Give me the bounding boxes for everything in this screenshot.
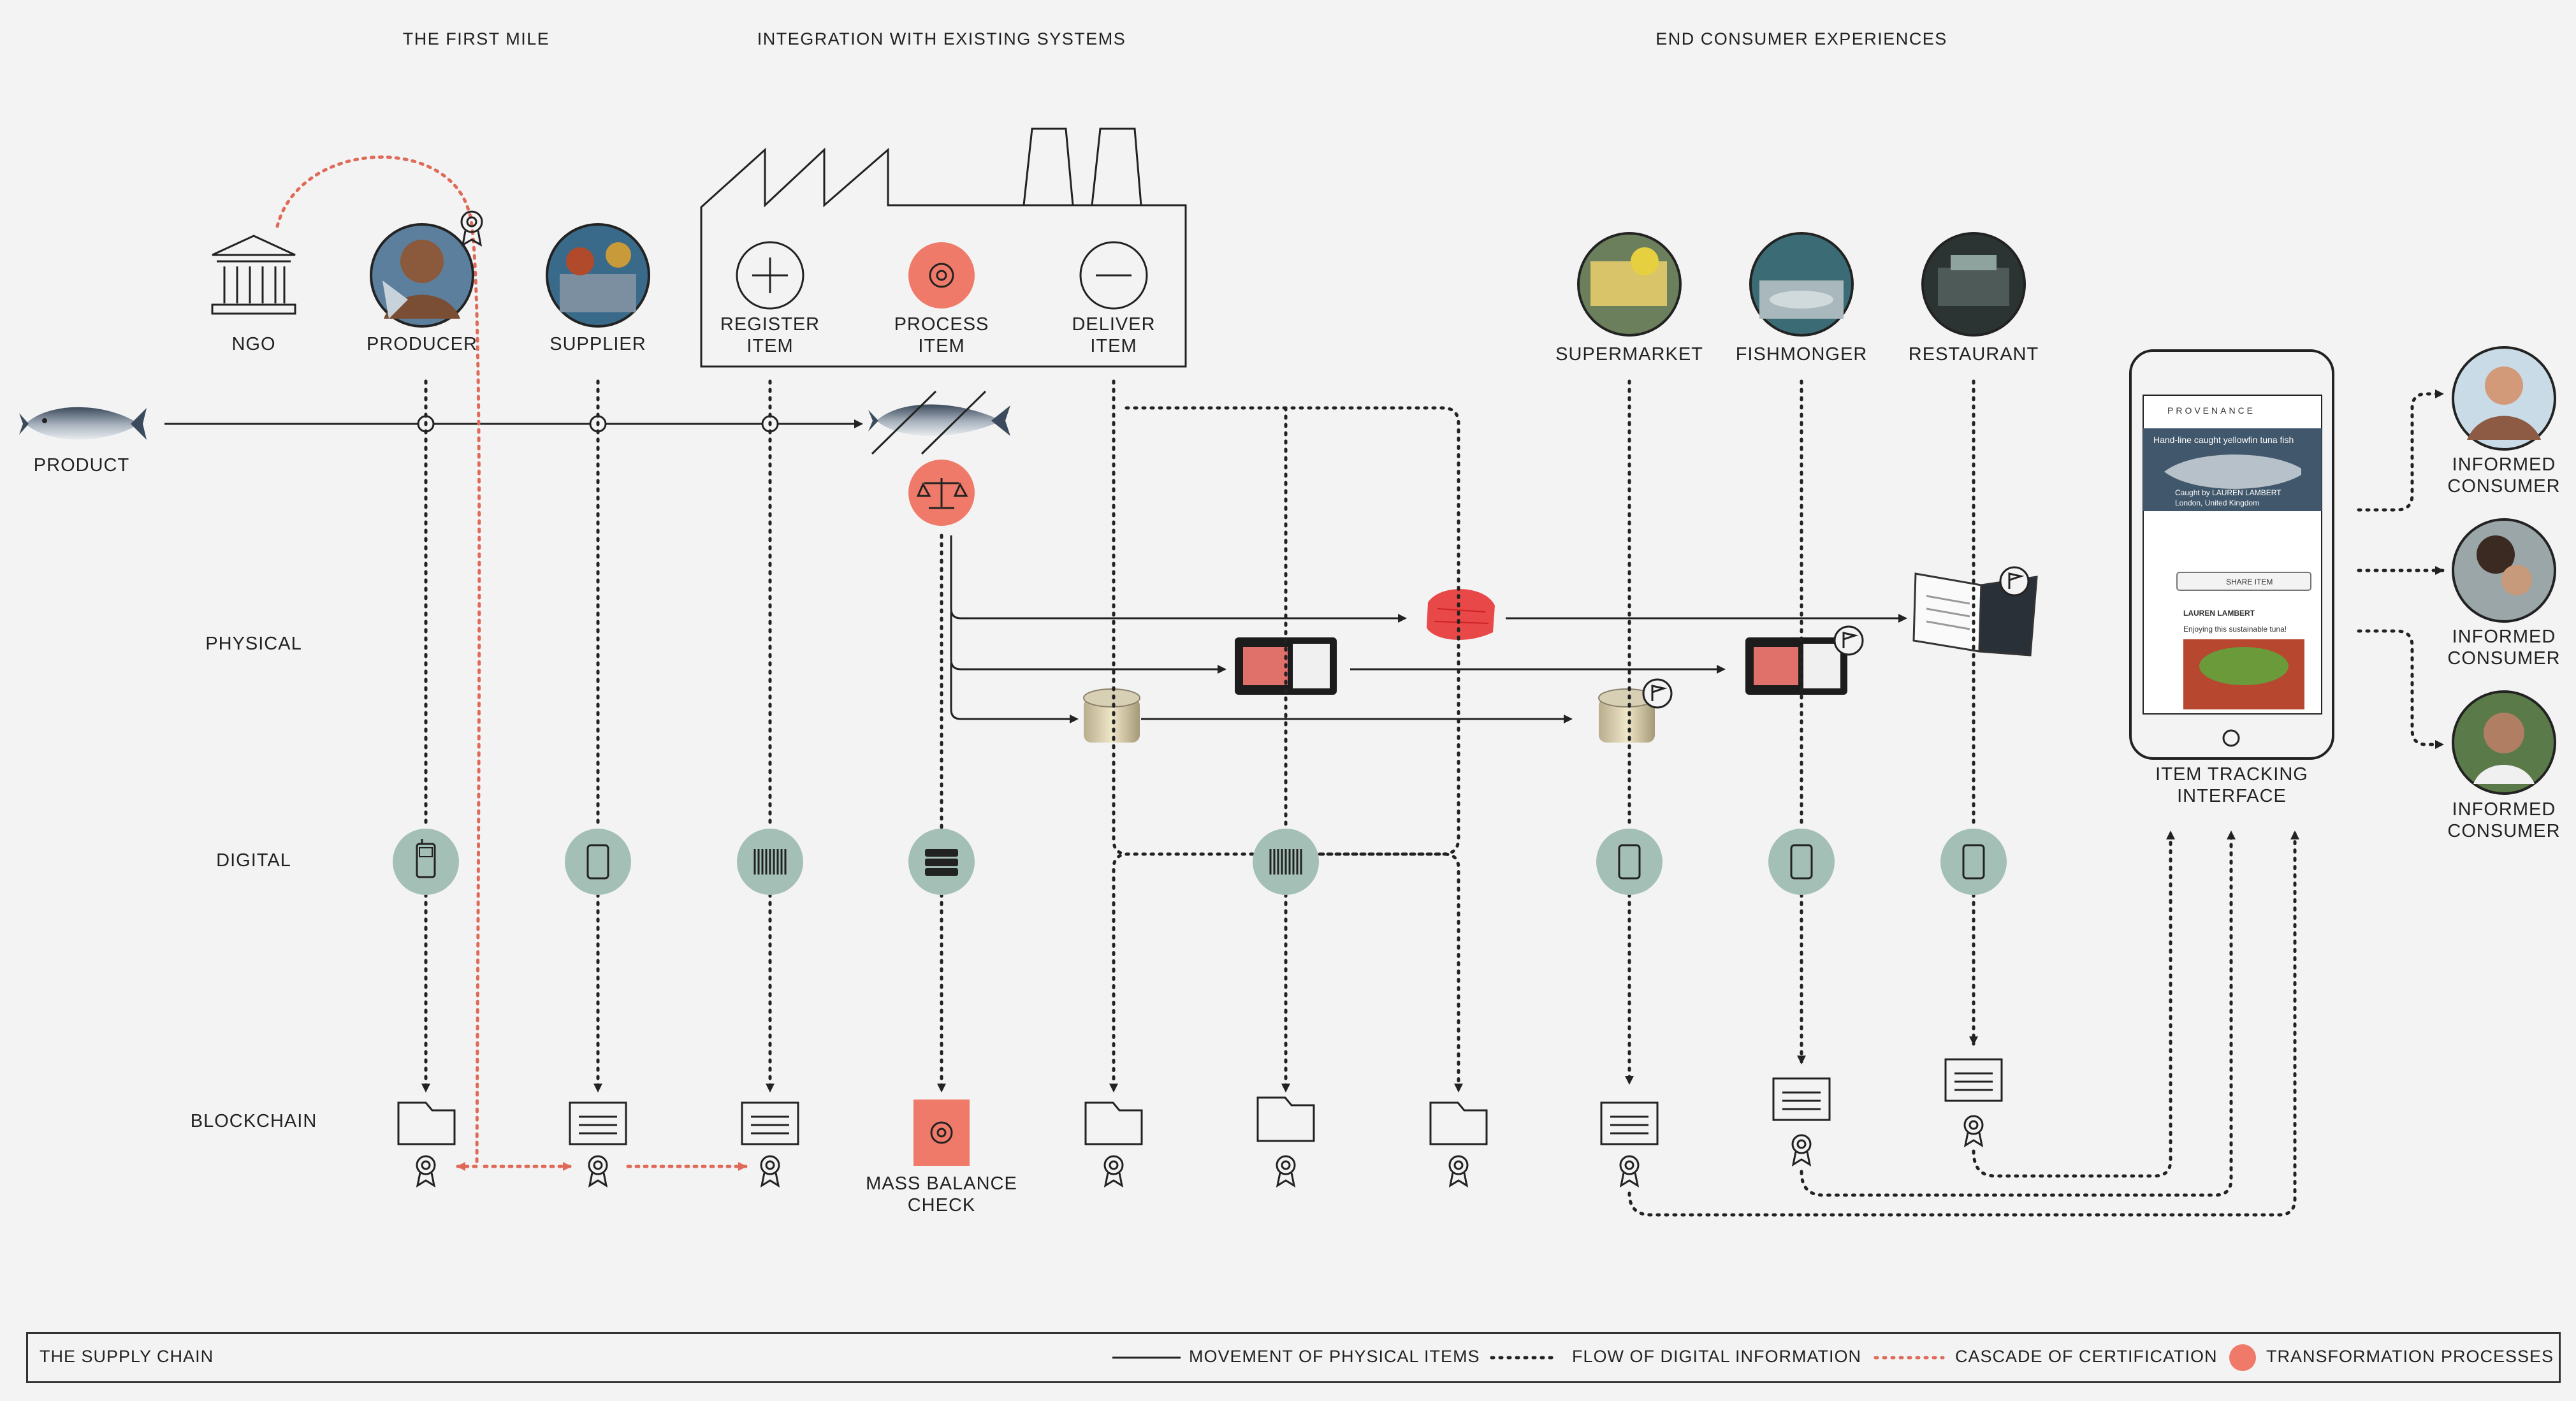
process-item-button[interactable] — [908, 242, 975, 309]
fish-icon — [19, 407, 147, 440]
actor-label-producer: PRODUCER — [367, 334, 477, 354]
barcode-icon — [737, 829, 803, 895]
register-item-button[interactable] — [736, 241, 804, 310]
cut-fish-icon — [868, 390, 1010, 455]
tuna-can-icon — [1598, 688, 1655, 743]
restaurant-avatar — [1921, 232, 2026, 337]
certification-badge-icon — [460, 210, 483, 247]
blockchain-badges — [416, 1115, 1984, 1188]
actor-label-ngo: NGO — [231, 334, 276, 354]
tuna-steak-icon — [1427, 589, 1495, 640]
consumer-avatar — [2452, 690, 2556, 795]
deliver-item-button[interactable] — [1079, 241, 1148, 310]
legend-cert: CASCADE OF CERTIFICATION — [1955, 1347, 2218, 1366]
section-integration: INTEGRATION WITH EXISTING SYSTEMS — [757, 29, 1126, 48]
smartphone-icon — [1768, 829, 1835, 895]
supermarket-avatar — [1577, 232, 1682, 337]
legend-physical: MOVEMENT OF PHYSICAL ITEMS — [1189, 1347, 1480, 1366]
factory-outline — [700, 127, 1187, 368]
smartphone-icon — [1596, 829, 1663, 895]
consumer-avatar — [2452, 518, 2556, 623]
phone-comment: Enjoying this sustainable tuna! — [2183, 625, 2287, 634]
actor-label-fishmonger: FISHMONGER — [1735, 344, 1868, 365]
legend-digital: FLOW OF DIGITAL INFORMATION — [1572, 1347, 1861, 1366]
tuna-pack-icon — [1745, 637, 1847, 695]
ngo-icon — [211, 235, 296, 315]
legend — [26, 1332, 2561, 1383]
blockchain-records — [397, 1058, 2003, 1145]
phone-headline: Hand-line caught yellowfin tuna fish — [2153, 435, 2294, 445]
row-label-product: PRODUCT — [33, 455, 130, 475]
smartphone-icon — [565, 829, 631, 895]
actor-label-restaurant: RESTAURANT — [1908, 344, 2039, 365]
row-label-digital: DIGITAL — [216, 850, 291, 871]
physical-flow-lines — [950, 535, 1907, 723]
phone-share-button[interactable]: SHARE ITEM — [2226, 577, 2273, 586]
barcode-icon — [1253, 829, 1319, 895]
section-consumer: END CONSUMER EXPERIENCES — [1655, 29, 1947, 48]
scale-icon — [908, 460, 975, 526]
phone-brand: PROVENANCE — [2167, 405, 2256, 416]
mobile-phone-icon — [393, 829, 459, 895]
row-label-blockchain: BLOCKCHAIN — [190, 1111, 317, 1131]
tracking-phone[interactable] — [2129, 349, 2334, 760]
consumer-avatar — [2452, 346, 2556, 451]
menu-icon — [1912, 572, 2038, 657]
fishmonger-avatar — [1749, 232, 1854, 337]
phone-user: LAUREN LAMBERT — [2183, 609, 2255, 618]
digital-flow-lines — [421, 379, 2445, 1217]
tuna-can-icon — [1083, 688, 1140, 743]
smartphone-icon — [1940, 829, 2007, 895]
row-label-physical: PHYSICAL — [205, 634, 302, 654]
section-first-mile: THE FIRST MILE — [402, 29, 550, 48]
actor-label-supermarket: SUPERMARKET — [1555, 344, 1703, 365]
mass-balance-block — [913, 1100, 970, 1166]
phone-location: London, United Kingdom — [2175, 498, 2260, 507]
legend-transform: TRANSFORMATION PROCESSES — [2266, 1347, 2554, 1366]
flag-badge-icon — [1642, 566, 2030, 709]
certification-arc — [275, 155, 481, 1171]
producer-avatar — [370, 223, 474, 328]
phone-caught-by: Caught by LAUREN LAMBERT — [2175, 488, 2281, 497]
supplier-avatar — [546, 223, 650, 328]
legend-swatches — [1112, 1344, 2256, 1371]
legend-title: THE SUPPLY CHAIN — [40, 1347, 214, 1366]
actor-label-supplier: SUPPLIER — [549, 334, 646, 354]
database-icon — [908, 829, 975, 895]
product-flow — [164, 415, 863, 433]
